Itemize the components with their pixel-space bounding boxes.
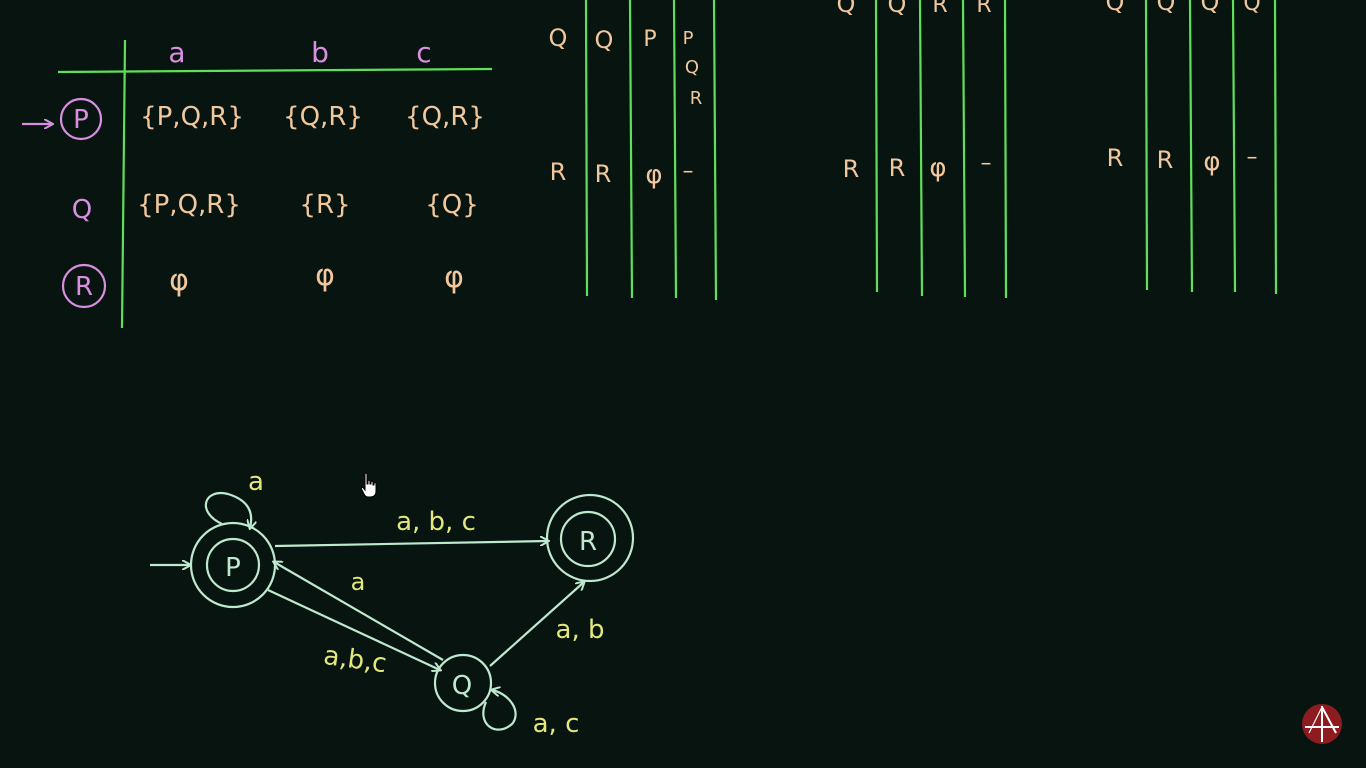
scratch-grid-1: Q Q P P Q R R R φ – — [549, 0, 718, 301]
grid1-stack-q: Q — [685, 57, 699, 78]
table-state-rule — [120, 39, 127, 329]
edge-q-to-p-label: a — [351, 568, 366, 596]
edge-p-to-r — [274, 541, 548, 548]
edge-q-loop — [482, 690, 517, 731]
grid1-row1-col2: P — [643, 27, 656, 52]
header-a: a — [168, 36, 185, 69]
cell-r-c: φ — [444, 260, 464, 295]
table-header-rule — [57, 67, 493, 74]
state-p-label: P — [73, 105, 89, 135]
grid1-row2-col1: R — [595, 160, 612, 188]
header-c: c — [416, 36, 431, 69]
edge-q-to-r-label: a, b — [556, 615, 605, 645]
grid3-row1-col1: Q — [1157, 0, 1176, 16]
cell-r-a: φ — [169, 263, 189, 298]
grid2-row1-col2: R — [932, 0, 947, 18]
state-diagram: P R Q a a, b, c a a,b,c a, b a, c — [150, 467, 635, 739]
edge-q-to-p — [274, 562, 444, 661]
cell-q-c: {Q} — [425, 190, 479, 220]
edge-p-to-q-label: a,b,c — [322, 641, 389, 680]
header-b: b — [311, 36, 329, 69]
cell-r-b: φ — [315, 258, 335, 293]
grid2-row2-col3: – — [981, 151, 992, 176]
grid3-row2-col3: – — [1247, 145, 1258, 170]
grid2-row1-col3: R — [976, 0, 991, 18]
grid1-row1-col0: Q — [549, 24, 568, 52]
edge-p-to-r-label: a, b, c — [396, 507, 476, 537]
diagram-state-p-inner — [205, 537, 261, 593]
edge-q-loop-label: a, c — [533, 709, 580, 739]
grid3-row2-col2: φ — [1203, 147, 1220, 177]
diagram-state-p-label: P — [225, 553, 241, 583]
grid1-row2-col2: φ — [645, 160, 662, 190]
grid1-stack-r: R — [690, 88, 703, 109]
state-q-label: Q — [72, 195, 92, 225]
grid2-row2-col2: φ — [929, 153, 946, 183]
cell-p-b: {Q,R} — [283, 102, 363, 132]
edge-p-loop — [204, 491, 251, 528]
channel-logo-icon — [1302, 704, 1342, 744]
cell-p-c: {Q,R} — [405, 102, 485, 132]
transition-table: a b c P Q R {P,Q,R} {Q,R} {Q,R} {P,Q,R} … — [22, 36, 493, 329]
grid3-row1-col3: Q — [1243, 0, 1260, 16]
scratch-grid-3: Q Q Q Q R R φ – — [1106, 0, 1278, 295]
state-r-label: R — [75, 272, 93, 302]
grid2-row2-col1: R — [889, 154, 906, 182]
edge-p-to-q — [267, 589, 440, 670]
grid3-row2-col0: R — [1107, 144, 1124, 172]
diagram-state-q-label: Q — [452, 671, 472, 701]
grid1-row1-col1: Q — [595, 26, 614, 54]
grid3-row2-col1: R — [1157, 146, 1174, 174]
grid1-row2-col3: – — [683, 159, 694, 184]
diagram-state-q — [433, 653, 493, 713]
edge-p-loop-label: a — [248, 467, 264, 497]
grid3-row1-col2: Q — [1201, 0, 1220, 16]
diagram-state-r-label: R — [579, 527, 597, 557]
hand-pointer-icon — [360, 472, 377, 498]
grid2-row1-col0: Q — [837, 0, 856, 18]
cell-p-a: {P,Q,R} — [140, 102, 244, 132]
edge-q-to-r — [489, 582, 584, 667]
state-r-final-ring — [61, 263, 107, 309]
grid3-row1-col0: Q — [1106, 0, 1125, 16]
grid2-row1-col1: Q — [888, 0, 907, 18]
grid1-row2-col0: R — [550, 158, 567, 186]
state-p-final-ring — [59, 97, 103, 141]
grid1-row1-col3: P — [683, 28, 694, 49]
scratch-grid-2: Q Q R R R R φ – — [837, 0, 1008, 299]
grid2-row2-col0: R — [843, 155, 860, 183]
cell-q-b: {R} — [299, 190, 350, 220]
cell-q-a: {P,Q,R} — [137, 190, 241, 220]
diagram-state-r-inner — [559, 510, 617, 568]
